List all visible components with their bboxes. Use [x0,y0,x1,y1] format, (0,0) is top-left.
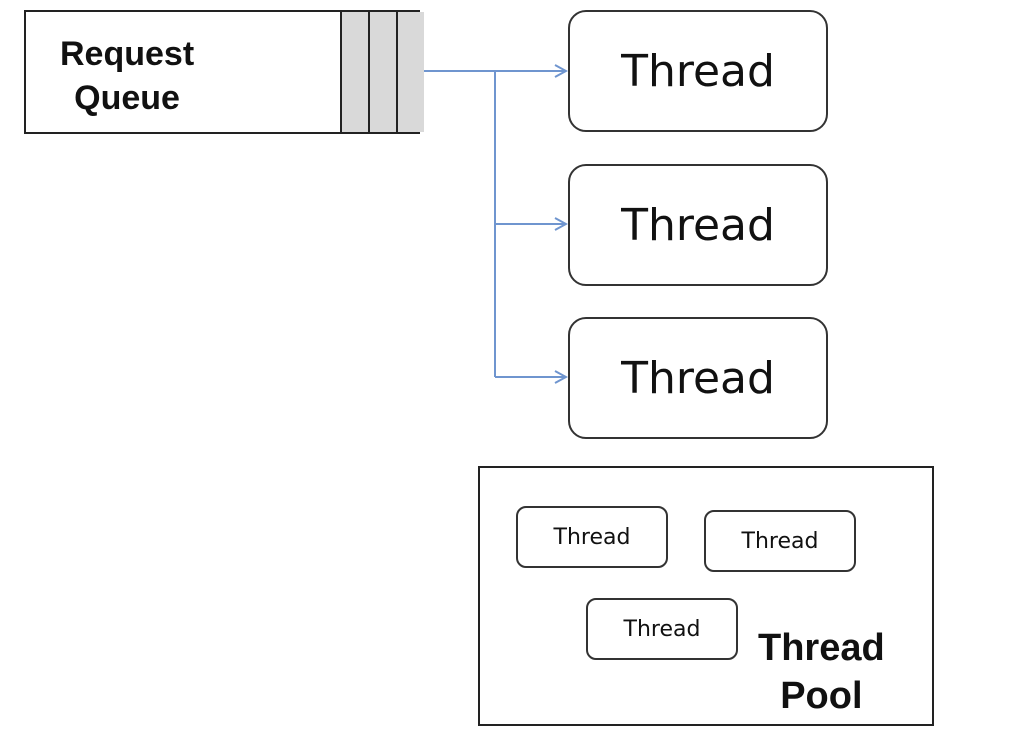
thread-pool-label-line2: Pool [780,675,863,717]
queue-slot [396,12,424,132]
pool-thread-2-label: Thread [741,528,819,554]
active-thread-3-label: Thread [621,352,775,404]
active-thread-3: Thread [568,317,828,439]
request-queue-label: Request Queue [60,32,194,120]
pool-thread-3-label: Thread [623,616,701,642]
pool-thread-2: Thread [704,510,856,572]
active-thread-2-label: Thread [621,199,775,251]
request-queue-label-line2: Queue [74,79,180,117]
queue-slot [340,12,368,132]
pool-thread-1-label: Thread [553,524,631,550]
active-thread-1-label: Thread [621,45,775,97]
thread-pool-label: Thread Pool [758,624,885,720]
pool-thread-3: Thread [586,598,738,660]
thread-pool: Thread Thread Thread Thread Pool [478,466,934,726]
thread-pool-label-line1: Thread [758,627,885,669]
queue-slot [368,12,396,132]
active-thread-1: Thread [568,10,828,132]
active-thread-2: Thread [568,164,828,286]
pool-thread-1: Thread [516,506,668,568]
request-queue-label-line1: Request [60,35,195,73]
request-queue: Request Queue [24,10,424,134]
